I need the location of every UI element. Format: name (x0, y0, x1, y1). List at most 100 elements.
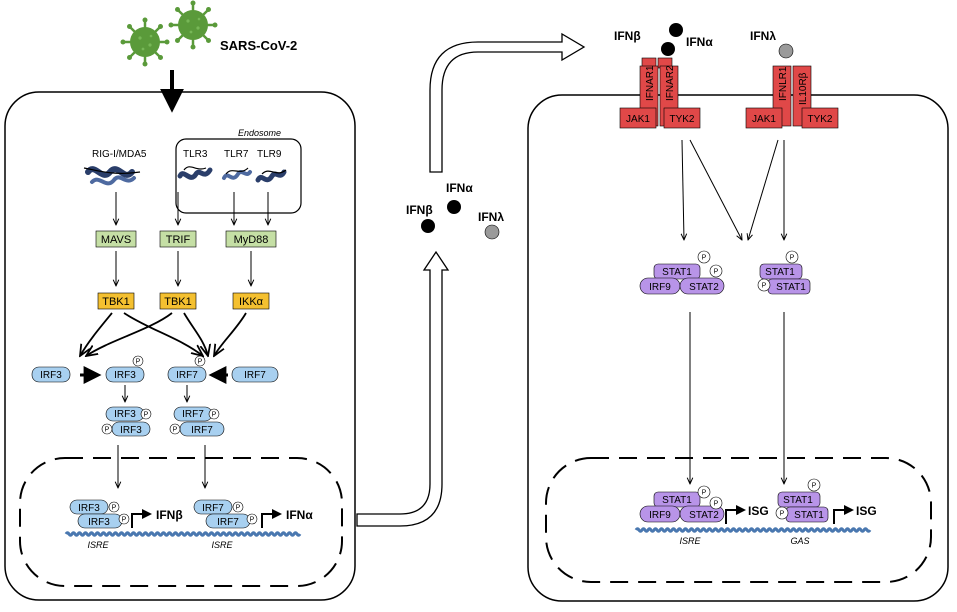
kinase-box-ikka (232, 292, 270, 310)
kinase-label-tbk1: TBK1 (164, 296, 192, 308)
stat1-label: STAT1 (783, 495, 813, 506)
transcription-arrow (261, 509, 282, 528)
receptor-chain-ifnar2: IFNAR2 (665, 65, 676, 101)
gene-product-isg: ISG (856, 504, 877, 518)
phospho-label: P (198, 359, 203, 366)
ligand-ifna-label: IFNα (686, 35, 713, 49)
irf7-label: IRF7 (176, 370, 198, 381)
stat1-label: STAT1 (794, 510, 824, 521)
irf3-label: IRF3 (120, 425, 142, 436)
kinase-tyk2-label: TYK2 (807, 114, 832, 125)
stat1-homodimer (757, 250, 811, 295)
phospho-label: P (236, 505, 241, 512)
adaptor-box-mavs (95, 230, 137, 248)
irf3-dimer-promoter (69, 499, 130, 529)
phospho-marker (132, 355, 144, 367)
kinase-label-ikka: IKKα (239, 296, 264, 308)
gene-product-ifna: IFNα (286, 508, 313, 522)
ifn-alpha-label: IFNα (446, 181, 473, 195)
irf3-label: IRF3 (78, 503, 100, 514)
phospho-marker (194, 355, 206, 367)
nucleus-right (545, 457, 932, 583)
irf7-dimer (169, 406, 225, 437)
ifn-alpha-particle (661, 42, 675, 56)
gene-product-isg: ISG (748, 504, 769, 518)
irf3-dimer (101, 406, 152, 437)
ifnar-receptor-complex (619, 57, 701, 129)
responding-cell-membrane (527, 94, 949, 602)
infected-cell-membrane (4, 91, 356, 601)
ifnlr-receptor-complex (745, 65, 839, 129)
receptor-chain-ifnlr1: IFNLR1 (778, 66, 789, 101)
kinase-irf-arrows (80, 312, 247, 356)
adaptor-box-myd88 (225, 230, 277, 248)
dna-strand (634, 527, 872, 533)
irf9-label: IRF9 (649, 282, 671, 293)
kinase-tyk2-label: TYK2 (669, 114, 694, 125)
gene-product-ifnb: IFNβ (156, 508, 183, 522)
isgf3-on-promoter (639, 485, 725, 523)
irf3-label: IRF3 (114, 409, 136, 420)
transcription-arrow (131, 509, 152, 528)
receptor-chain-il10rb: IL10Rβ (798, 72, 809, 105)
ifn-alpha-particle (447, 200, 461, 214)
irf7-pill (167, 366, 207, 383)
kinase-box-tbk1 (159, 292, 197, 310)
irf7-label: IRF7 (202, 503, 224, 514)
dna-strand (64, 531, 302, 537)
promoter-label-isre: ISRE (679, 536, 701, 546)
irf7-label: IRF7 (217, 517, 239, 528)
irf7-pill (231, 366, 279, 383)
tlr9-sensor-icon (255, 169, 287, 183)
phospho-label: P (136, 359, 141, 366)
ifn-beta-particle (669, 23, 683, 37)
ligand-ifnl-label: IFNλ (750, 29, 776, 43)
ifn-beta-particle (421, 219, 435, 233)
rig-i-mda5-sensor-icon (83, 166, 141, 186)
phospho-label: P (790, 255, 795, 262)
irf3-label: IRF3 (114, 370, 136, 381)
adaptor-box-trif (159, 230, 197, 248)
virus-particle-icon (167, 0, 219, 51)
transcription-arrow (833, 505, 854, 524)
kinase-jak1-label: JAK1 (626, 114, 650, 125)
phospho-label: P (112, 505, 117, 512)
kinase-label-tbk1: TBK1 (102, 296, 130, 308)
stat1-label: STAT1 (776, 282, 806, 293)
irf9-label: IRF9 (649, 510, 671, 521)
promoter-label-isre: ISRE (211, 540, 233, 550)
receptor-chain-ifnar1: IFNAR1 (645, 65, 656, 101)
phospho-label: P (714, 501, 719, 508)
phospho-label: P (702, 255, 707, 262)
phospho-label: P (714, 269, 719, 276)
adaptor-label-trif: TRIF (166, 234, 191, 246)
kinase-jak1-label: JAK1 (752, 114, 776, 125)
receptor-label-rig-i: RIG-I/MDA5 (92, 149, 147, 160)
irf3-label: IRF3 (88, 517, 110, 528)
virus-label: SARS-CoV-2 (220, 38, 297, 53)
stat1-label: STAT1 (662, 495, 692, 506)
promoter-label-isre: ISRE (87, 540, 109, 550)
phospho-label: P (105, 427, 110, 434)
phospho-label: P (702, 490, 707, 497)
irf7-dimer-promoter (193, 499, 258, 529)
receptor-label-tlr9: TLR9 (257, 149, 282, 160)
tlr7-sensor-icon (222, 167, 252, 180)
stat1-label: STAT1 (765, 267, 795, 278)
isgf3-complex (639, 250, 725, 295)
ifn-beta-label: IFNβ (406, 203, 433, 217)
promoter-label-gas: GAS (790, 536, 809, 546)
adaptor-label-myd88: MyD88 (234, 234, 269, 246)
jak-stat-arrows (682, 139, 784, 240)
ifn-lambda-particle (778, 43, 794, 59)
ifn-lambda-particle (484, 224, 500, 240)
irf7-label: IRF7 (182, 409, 204, 420)
nucleus-left (19, 457, 343, 587)
stat1-dimer-on-promoter (775, 478, 829, 523)
phospho-label: P (812, 483, 817, 490)
ligand-ifnb-label: IFNβ (614, 29, 641, 43)
virus-particle-icon (119, 16, 171, 68)
phospho-label: P (250, 517, 255, 524)
stat2-label: STAT2 (689, 510, 719, 521)
